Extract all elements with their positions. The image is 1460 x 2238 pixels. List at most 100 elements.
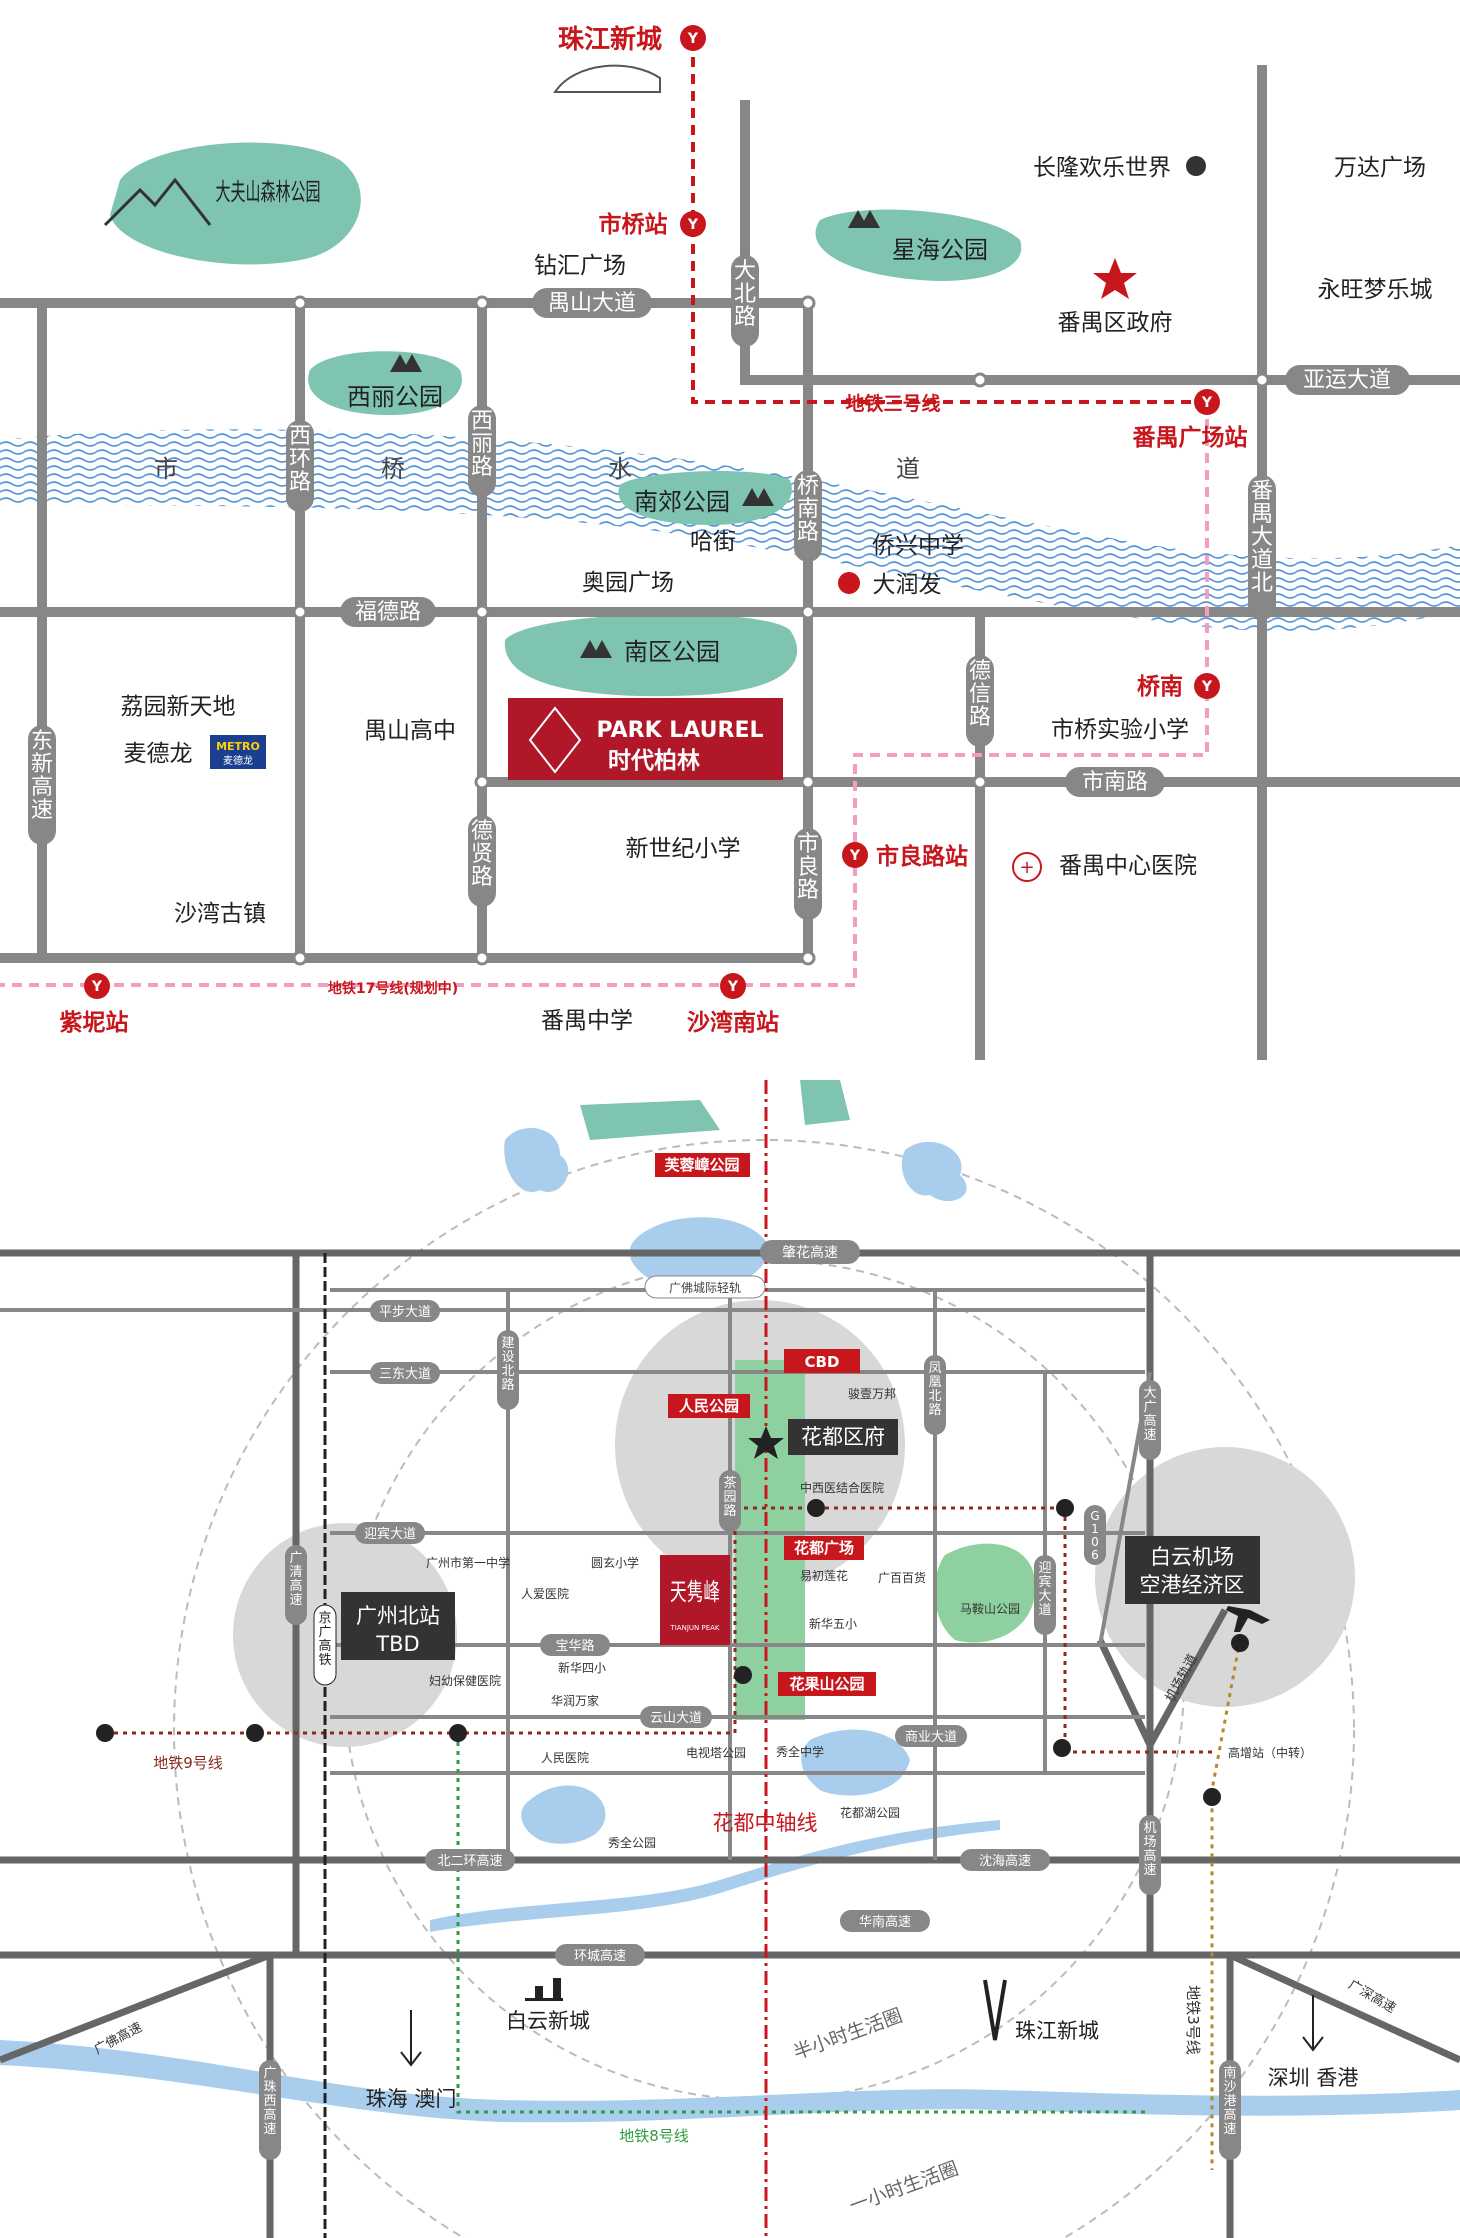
svg-text:市南路: 市南路: [1082, 770, 1148, 795]
park-mafengshan: 马鞍山公园: [960, 1601, 1020, 1616]
lake-huaduhu: [801, 1729, 910, 1796]
poi-hajie: 哈街: [690, 529, 736, 555]
svg-text:Y: Y: [687, 217, 699, 233]
hospital-cross: +: [1019, 857, 1034, 878]
poi-huarun: 华润万家: [551, 1693, 599, 1708]
poi-gov-2-label: 花都区府: [801, 1425, 885, 1449]
station-qiaonan: 桥南: [1137, 673, 1183, 700]
park-dianshita: 电视塔公园: [686, 1745, 746, 1760]
park-nanqu-label: 南区公园: [624, 638, 720, 666]
road-nansha: 南沙港高速: [1223, 2065, 1236, 2137]
project-name-en: PARK LAUREL: [597, 718, 764, 743]
road-jianshe: 建设北路: [501, 1336, 514, 1393]
road-huanan: 华南高速: [859, 1914, 911, 1930]
poi-jiuyuan: 骏壹万邦: [848, 1387, 896, 1401]
park-labels-2: 芙蓉嶂公园 人民公园 花果山公园 CBD 花都广场: [655, 1153, 876, 1696]
poi-panyu-middle: 番禺中学: [541, 1008, 633, 1034]
svg-text:Y: Y: [91, 979, 103, 995]
plane-icon: [1226, 1606, 1270, 1632]
ring-one-label: 一小时生活圈: [847, 2158, 962, 2218]
pearl-river: [0, 2040, 1460, 2123]
arrow-down-icon-zhuhai: [400, 2010, 422, 2067]
poi-gov-2: 花都区府: [748, 1419, 898, 1459]
station-shawan-south: 沙湾南站: [687, 1009, 779, 1036]
poi-yongwang: 永旺梦乐城: [1318, 277, 1433, 303]
poi-tcm: 中西医结合医院: [800, 1480, 884, 1495]
park-furongzhang: 芙蓉嶂公园: [663, 1156, 739, 1174]
road-guangzhu-west: 广珠西高速: [263, 2066, 276, 2137]
hospital-icon: [1012, 852, 1042, 882]
road-text-dabei: 大北路: [734, 259, 756, 330]
metro-line3-label: 地铁三号线: [845, 392, 940, 415]
lake-nw: [504, 1128, 569, 1192]
road-label-shishan: 禺山大道: [532, 288, 652, 318]
road-huancheng: 环城高速: [574, 1948, 626, 1964]
svg-text:Y: Y: [727, 979, 739, 995]
poi-airport: 白云机场 空港经济区: [1125, 1536, 1270, 1632]
road-text-shiliang: 市良路: [797, 832, 819, 903]
svg-text:亚运大道: 亚运大道: [1303, 368, 1391, 393]
road-label-dongxin: 东新高速: [28, 725, 56, 845]
poi-shiqiao-primary: 市桥实验小学: [1051, 717, 1189, 743]
road-label-dexian: 德贤路: [468, 815, 496, 907]
river-char-1: 市: [154, 455, 178, 483]
svg-text:Y: Y: [1201, 395, 1213, 411]
poi-renai: 人爱医院: [521, 1587, 569, 1601]
poi-darunfa: 大润发: [873, 572, 942, 598]
map-panyu: 禺山大道 亚运大道 福德路 市南路 大北路 西环路 西丽路 桥南路: [0, 24, 1460, 1060]
svg-text:Y: Y: [1201, 679, 1213, 695]
road-label-xili-road: 西丽路: [468, 405, 496, 497]
tree-icon: [390, 210, 880, 658]
station-zhujiang: 珠江新城: [558, 24, 662, 55]
poi-shawan-town: 沙湾古镇: [174, 901, 266, 927]
poi-square: 花都广场: [794, 1539, 854, 1557]
road-dashi: 大广高速: [1143, 1386, 1156, 1443]
road-label-dexin: 德信路: [966, 655, 994, 747]
road-chayuan: 茶园路: [723, 1475, 736, 1519]
metro-icons-1: [84, 25, 1220, 999]
metro-line17-label: 地铁17号线(规划中): [328, 980, 458, 997]
svg-text:福德路: 福德路: [355, 600, 421, 625]
park-xinghai-label: 星海公园: [892, 236, 988, 264]
poi-xinhua5: 新华五小: [809, 1616, 857, 1631]
road-beierhuan: 北二环高速: [437, 1853, 502, 1869]
map-huadu: 肇花高速 广佛城际轻轨 平步大道 三东大道 迎宾大道 宝华路 云山大道 商业大道…: [0, 1080, 1460, 2238]
road-shenhai: 沈海高速: [979, 1853, 1031, 1869]
poi-changlong: 长隆欢乐世界: [1033, 155, 1171, 181]
park-xili-shape: [308, 351, 462, 415]
metro8-label: 地铁8号线: [619, 2127, 689, 2145]
road-nodes-1: [292, 295, 1270, 966]
zhuhai-label: 珠海 澳门: [366, 2087, 457, 2111]
road-fengshan: 凤凰北路: [928, 1361, 941, 1418]
metro9-label: 地铁9号线: [153, 1754, 223, 1772]
road-pingbu: 平步大道: [379, 1305, 431, 1320]
station-shiqiao: 市桥站: [599, 211, 668, 238]
road-jingguang: 京广高铁: [318, 1611, 331, 1668]
park-huaduhu: 花都湖公园: [840, 1805, 900, 1820]
station-shiliang: 市良路站: [876, 843, 968, 870]
svg-text:禺山大道: 禺山大道: [548, 291, 636, 316]
ring-one-hour: [173, 1139, 1355, 2238]
road-yingbin: 迎宾大道: [364, 1526, 416, 1542]
metro-line3-path: [691, 40, 1210, 404]
metro-logo-cn: 麦德龙: [223, 754, 253, 767]
metro-line17-path: [0, 402, 1209, 987]
station-panyu-square: 番禺广场站: [1132, 424, 1248, 451]
poi-zuanhui: 钻汇广场: [534, 253, 626, 279]
poi-xinhua4: 新华四小: [558, 1660, 606, 1675]
road-zhaohua: 肇花高速: [782, 1244, 838, 1261]
green-mafengshan: [934, 1543, 1036, 1643]
park-xili-label: 西丽公园: [347, 383, 443, 411]
mountain-icon: [103, 177, 212, 227]
park-xiuquan: 秀全公园: [608, 1835, 656, 1850]
road-airport-hw: 机场高速: [1143, 1821, 1156, 1878]
road-text-dexian: 德贤路: [471, 819, 493, 890]
green-top-r: [800, 1080, 850, 1125]
poi-metro: 麦德龙: [124, 741, 193, 767]
poi-gaozeng: 高增站（中转）: [1228, 1745, 1312, 1760]
poi-qiaoxing: 侨兴中学: [872, 533, 964, 559]
canton-tower-icon: [983, 1979, 1007, 2041]
metro-logo-text: METRO: [216, 740, 260, 753]
project-park-laurel: PARK LAUREL 时代柏林: [508, 698, 783, 780]
